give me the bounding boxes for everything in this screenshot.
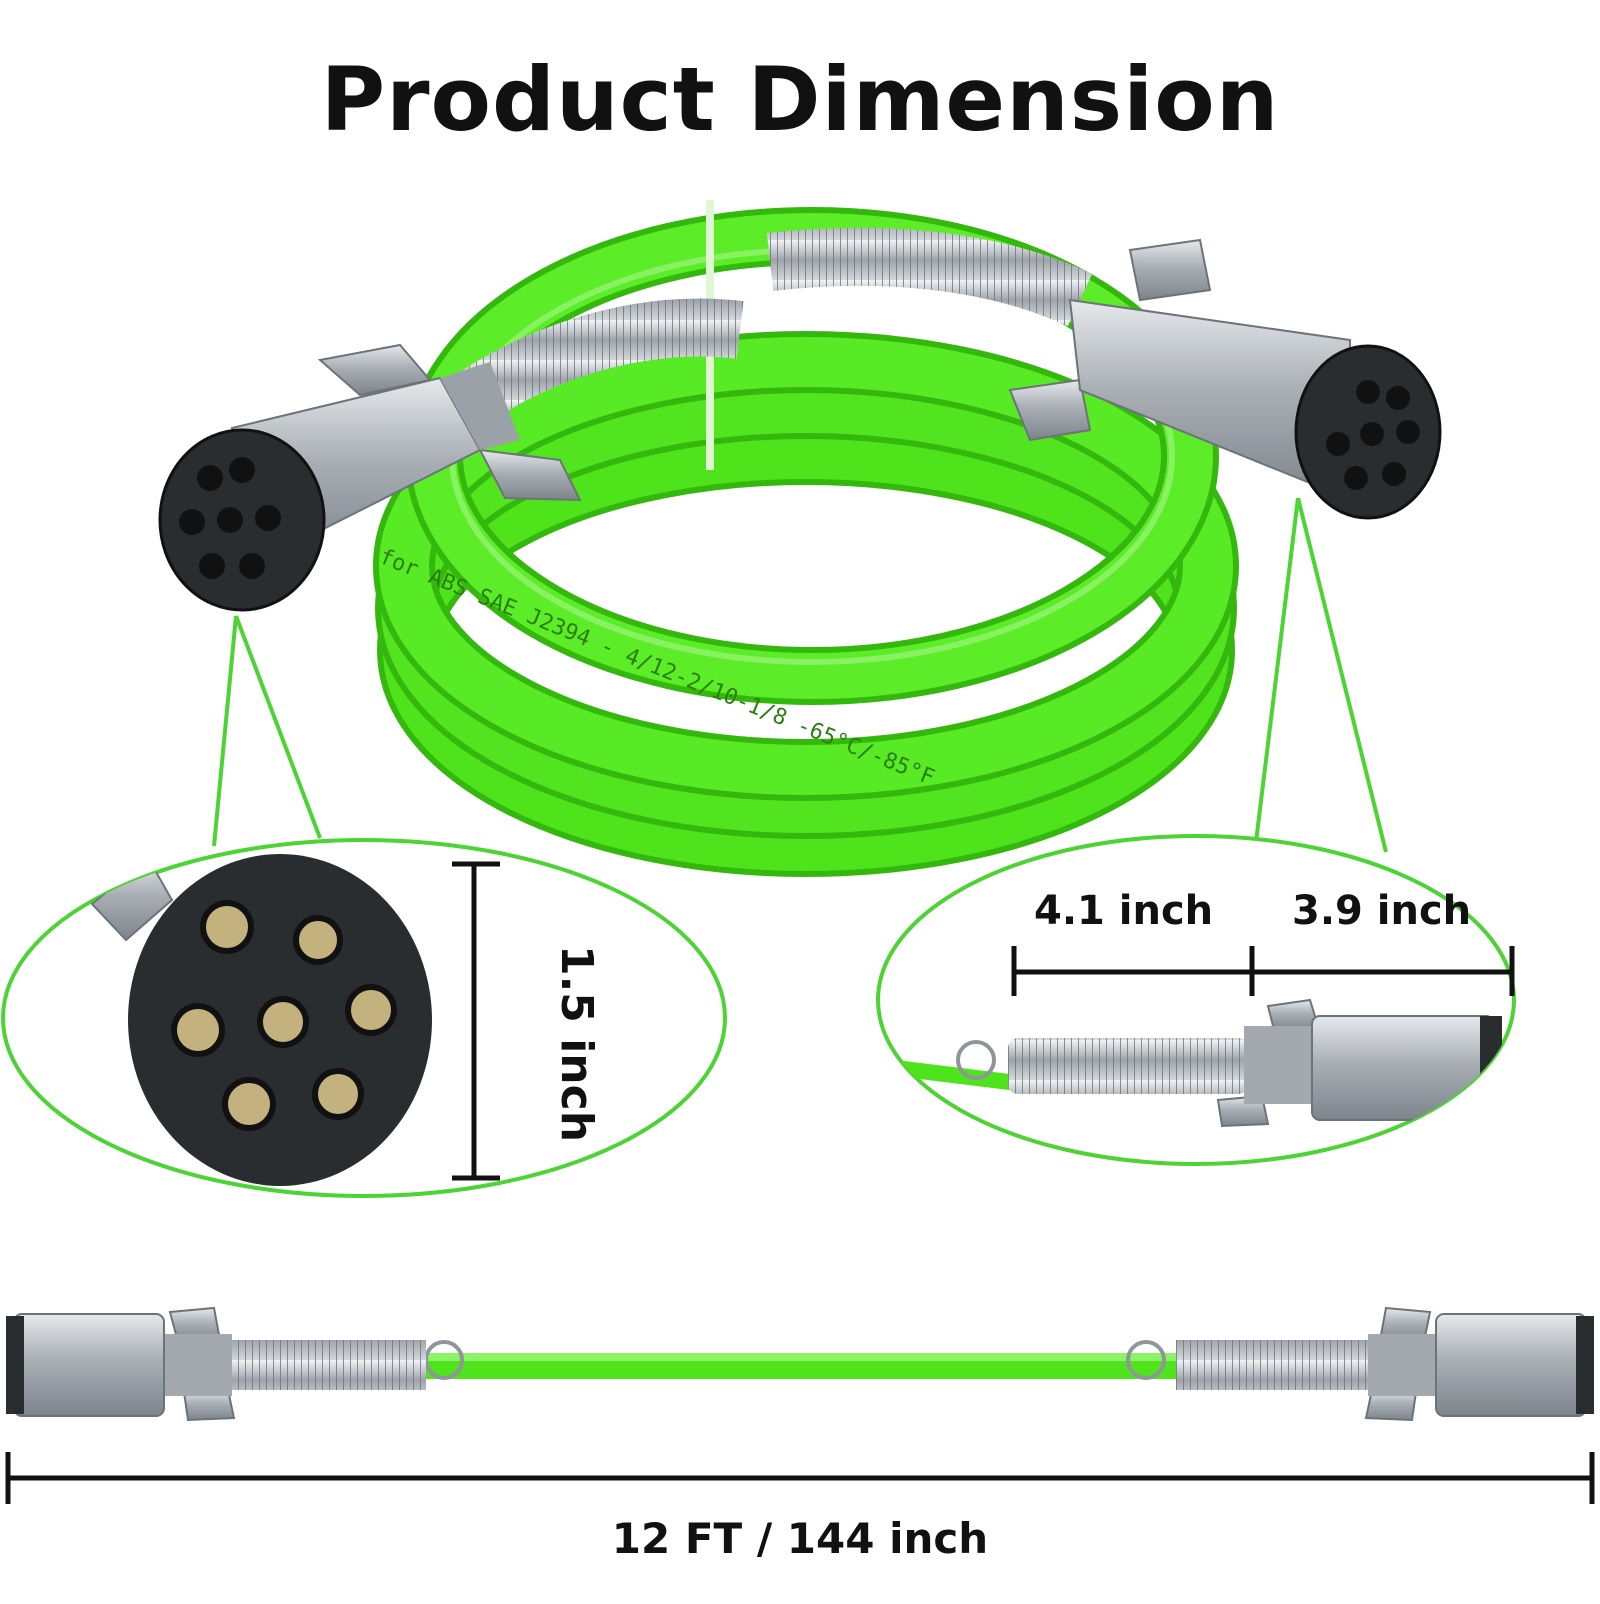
total-length-dimension [5, 1452, 1595, 1504]
page-title: Product Dimension [320, 48, 1280, 151]
total-length-label: 12 FT / 144 inch [611, 1514, 989, 1563]
left-callout [1, 838, 727, 1198]
left-plug-on-coil [158, 298, 744, 612]
plug-diameter-dimension [452, 861, 500, 1181]
straight-cable [6, 1306, 1594, 1422]
plug-diameter-label: 1.5 inch [551, 944, 603, 1143]
left-plug-straight [6, 1306, 426, 1422]
coiled-cable [373, 200, 1239, 877]
right-plug-straight [1176, 1306, 1594, 1422]
pin-holes [171, 900, 397, 1131]
plug-body-length-label: 3.9 inch [1292, 888, 1472, 934]
right-callout [876, 834, 1516, 1166]
right-plug-on-coil [766, 227, 1442, 520]
plug-length-dimension [1011, 946, 1515, 996]
callout-lines [212, 497, 1388, 853]
plug-head-length-label: 4.1 inch [1034, 888, 1214, 934]
